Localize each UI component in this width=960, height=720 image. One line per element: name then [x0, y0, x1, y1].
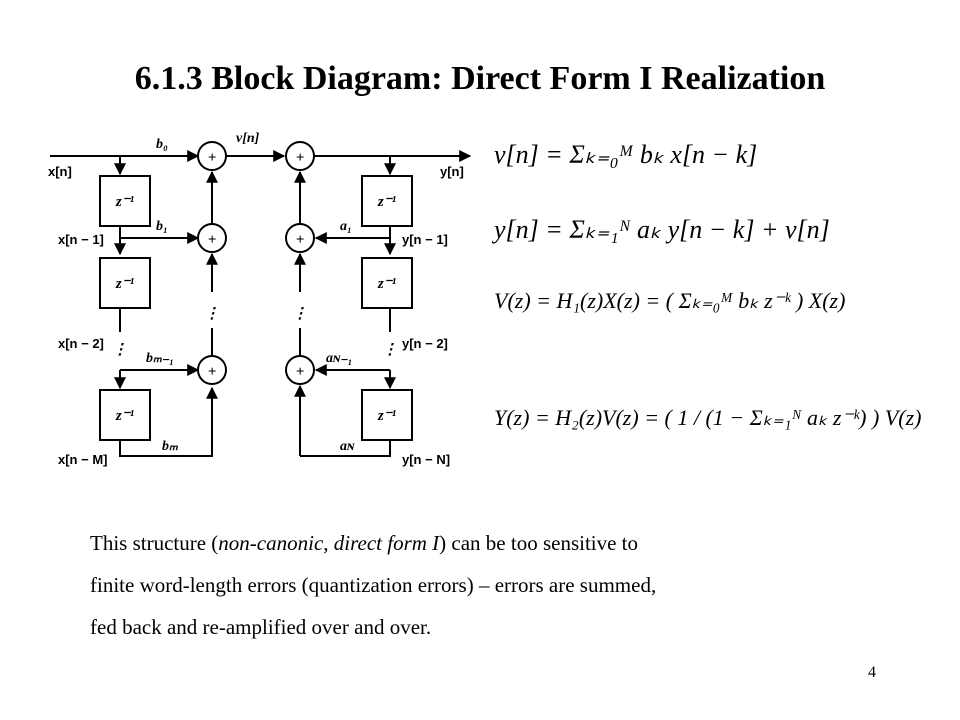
adder-plus: +	[208, 232, 217, 248]
equation-v: v[n] = Σₖ₌₀ᴹ bₖ x[n − k]	[494, 140, 758, 169]
input-label: x[n]	[48, 164, 72, 179]
equation-Y-z: Y(z) = H₂(z)V(z) = ( 1 / (1 − Σₖ₌₁ᴺ aₖ z…	[494, 405, 922, 430]
delay-block-x-2	[99, 257, 151, 309]
delay-label: z⁻¹	[377, 194, 396, 210]
body-line-3: fed back and re-amplified over and over.	[90, 615, 432, 639]
adder-plus: +	[208, 150, 217, 166]
delay-block-x-1	[99, 175, 151, 227]
body-line-1: This structure (non-canonic, direct form…	[90, 531, 639, 555]
page-number: 4	[868, 664, 876, 681]
output-label: y[n − 2]	[402, 336, 448, 351]
delay-label: z⁻¹	[115, 194, 134, 210]
adder-plus: +	[296, 232, 305, 248]
delay-label: z⁻¹	[377, 276, 396, 292]
body-line-2: finite word-length errors (quantization …	[90, 573, 657, 597]
slide-title: 6.1.3 Block Diagram: Direct Form I Reali…	[134, 60, 826, 97]
delay-label: z⁻¹	[115, 408, 134, 424]
delay-block-x-m	[99, 389, 151, 441]
b-coef-label: bₘ₋₁	[146, 351, 174, 366]
body-text: This structure (non-canonic, direct form…	[90, 522, 910, 648]
input-label: x[n − 2]	[58, 336, 104, 351]
direct-form-i-block-diagram: + + + + + + z⁻¹ z⁻¹ z⁻¹ z⁻¹ z⁻¹ z⁻¹ ⋮ ⋮ …	[48, 131, 472, 467]
input-label: x[n − M]	[58, 452, 107, 467]
b-coef-label: bₘ	[162, 439, 179, 454]
input-label: x[n − 1]	[58, 232, 104, 247]
output-label: y[n − N]	[402, 452, 450, 467]
v-label: v[n]	[236, 131, 260, 146]
a-coef-label: a₁	[340, 219, 352, 234]
b-coef-label: b₀	[156, 137, 168, 152]
delay-block-y-n	[361, 389, 413, 441]
ellipsis: ⋮	[383, 342, 398, 358]
delay-block-y-2	[361, 257, 413, 309]
equation-y: y[n] = Σₖ₌₁ᴺ aₖ y[n − k] + v[n]	[494, 215, 830, 244]
adder-plus: +	[296, 150, 305, 166]
a-coef-label: aɴ₋₁	[326, 351, 353, 366]
equation-V-z: V(z) = H₁(z)X(z) = ( Σₖ₌₀ᴹ bₖ z⁻ᵏ ) X(z)	[494, 288, 846, 313]
adder-plus: +	[296, 364, 305, 380]
ellipsis: ⋮	[293, 306, 308, 322]
output-label: y[n]	[440, 164, 464, 179]
delay-block-y-1	[361, 175, 413, 227]
ellipsis: ⋮	[113, 342, 128, 358]
delay-label: z⁻¹	[377, 408, 396, 424]
delay-label: z⁻¹	[115, 276, 134, 292]
adder-plus: +	[208, 364, 217, 380]
ellipsis: ⋮	[205, 306, 220, 322]
output-label: y[n − 1]	[402, 232, 448, 247]
a-coef-label: aɴ	[340, 439, 355, 454]
b-coef-label: b₁	[156, 219, 168, 234]
